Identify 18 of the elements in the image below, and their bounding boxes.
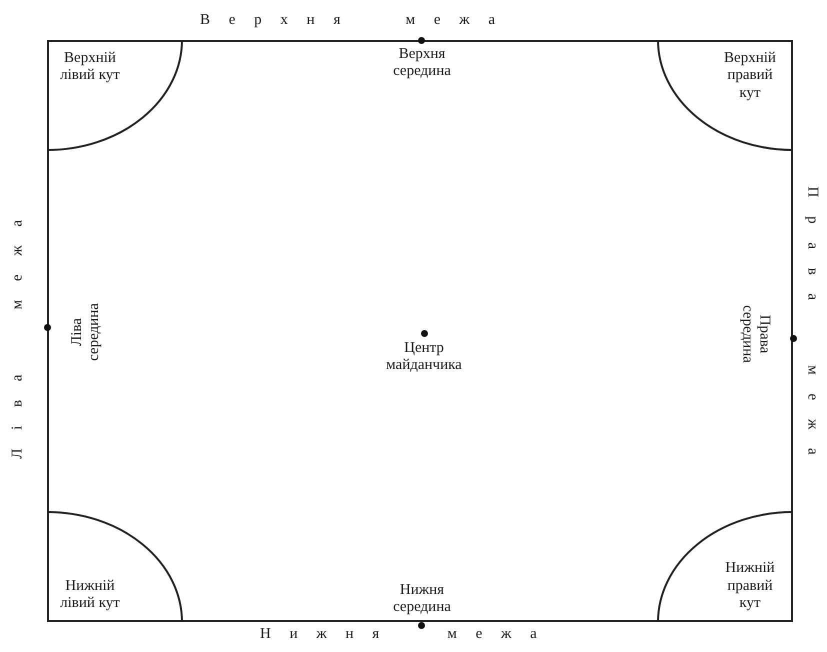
point-label: Ліва середина xyxy=(68,302,103,363)
point-label: Нижня середина xyxy=(392,582,452,616)
corner-zone xyxy=(47,512,182,622)
field-boundary xyxy=(47,40,793,622)
point-label: Права середина xyxy=(738,304,772,365)
boundary-label: Ліва межа xyxy=(9,201,26,459)
corner-label: Нижній правий кут xyxy=(724,560,776,612)
boundary-label: Права межа xyxy=(804,186,821,474)
corner-zone xyxy=(658,512,793,622)
point-label: Верхня середина xyxy=(392,46,452,80)
corner-zone xyxy=(47,40,182,150)
corner-zone xyxy=(658,40,793,150)
boundary-label: Нижня межа xyxy=(260,626,557,644)
point-label: Центр майданчика xyxy=(385,340,463,374)
corner-label: Верхній лівий кут xyxy=(59,50,121,84)
boundary-label: Верхня межа xyxy=(200,12,515,30)
corner-label: Верхній правий кут xyxy=(723,50,777,102)
corner-label: Нижній лівий кут xyxy=(59,578,121,612)
